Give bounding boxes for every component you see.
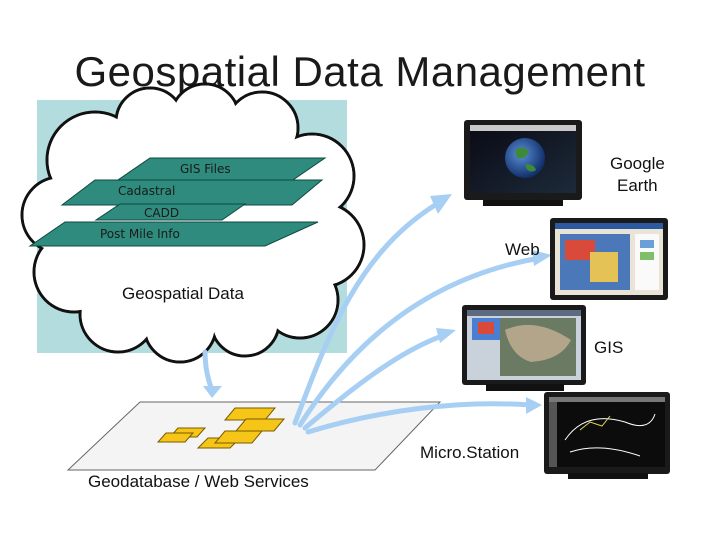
google-earth-monitor [464,120,582,206]
label-microstation: Micro.Station [420,443,520,462]
gis-monitor [462,305,586,391]
layer-label-gis-files: GIS Files [180,162,231,176]
label-google-earth-line1: Google [610,154,665,173]
arrow-to-google-earth [292,199,443,426]
arrow-cloud-to-geodatabase [202,349,215,393]
layer-label-cadastral: Cadastral [118,184,176,198]
layer-post-mile [28,221,319,247]
flow-arrows [202,199,543,435]
slide-title: Geospatial Data Management [74,48,646,95]
arrow-to-web [297,255,543,428]
cloud-caption: Geospatial Data [122,284,244,303]
layer-stack [28,157,327,247]
label-web: Web [505,240,540,259]
cloud-shape [20,82,366,364]
layer-cadd [94,203,247,221]
geodatabase-label: Geodatabase / Web Services [88,472,309,491]
arrowheads [203,194,552,414]
label-google-earth-line2: Earth [617,176,658,195]
layer-label-cadd: CADD [144,206,180,220]
layer-label-post-mile: Post Mile Info [100,227,180,241]
globe-icon [505,138,545,178]
microstation-monitor [544,392,670,479]
arrow-to-microstation [305,401,533,435]
arrow-to-gis [302,332,448,431]
label-gis: GIS [594,338,624,357]
web-monitor [550,218,668,300]
layer-cadastral [60,179,324,206]
geodatabase-tiles [156,407,286,449]
